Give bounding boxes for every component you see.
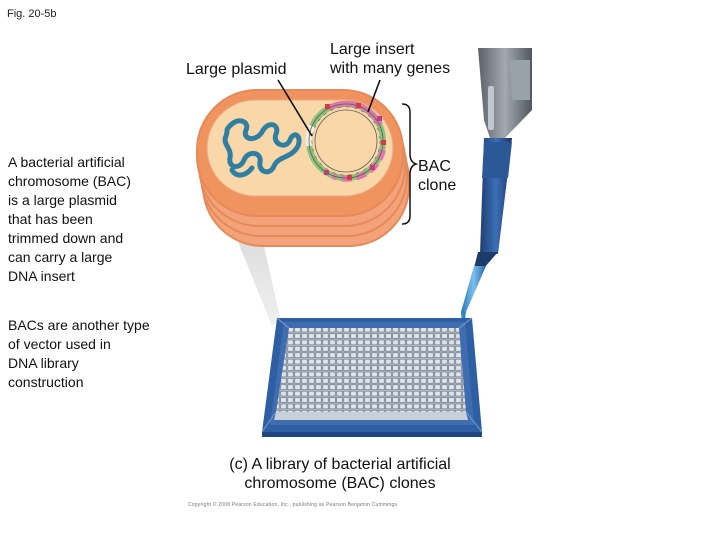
bacterial-cell-stack	[197, 90, 409, 246]
multiwell-plate	[262, 318, 482, 437]
bac-vector-note: BACs are another type of vector used in …	[8, 316, 198, 392]
bac-definition-note: A bacterial artificial chromosome (BAC) …	[8, 153, 193, 286]
bac-plasmid	[309, 103, 386, 180]
large-insert-label: Large insert with many genes	[330, 40, 450, 78]
figure-caption: (c) A library of bacterial artificial ch…	[200, 455, 480, 493]
pipette	[461, 48, 532, 326]
figure-label: Fig. 20-5b	[7, 5, 57, 24]
large-plasmid-label: Large plasmid	[186, 60, 287, 79]
bac-clone-label: BAC clone	[418, 157, 456, 195]
copyright-notice: Copyright © 2008 Pearson Education, Inc.…	[188, 496, 399, 515]
